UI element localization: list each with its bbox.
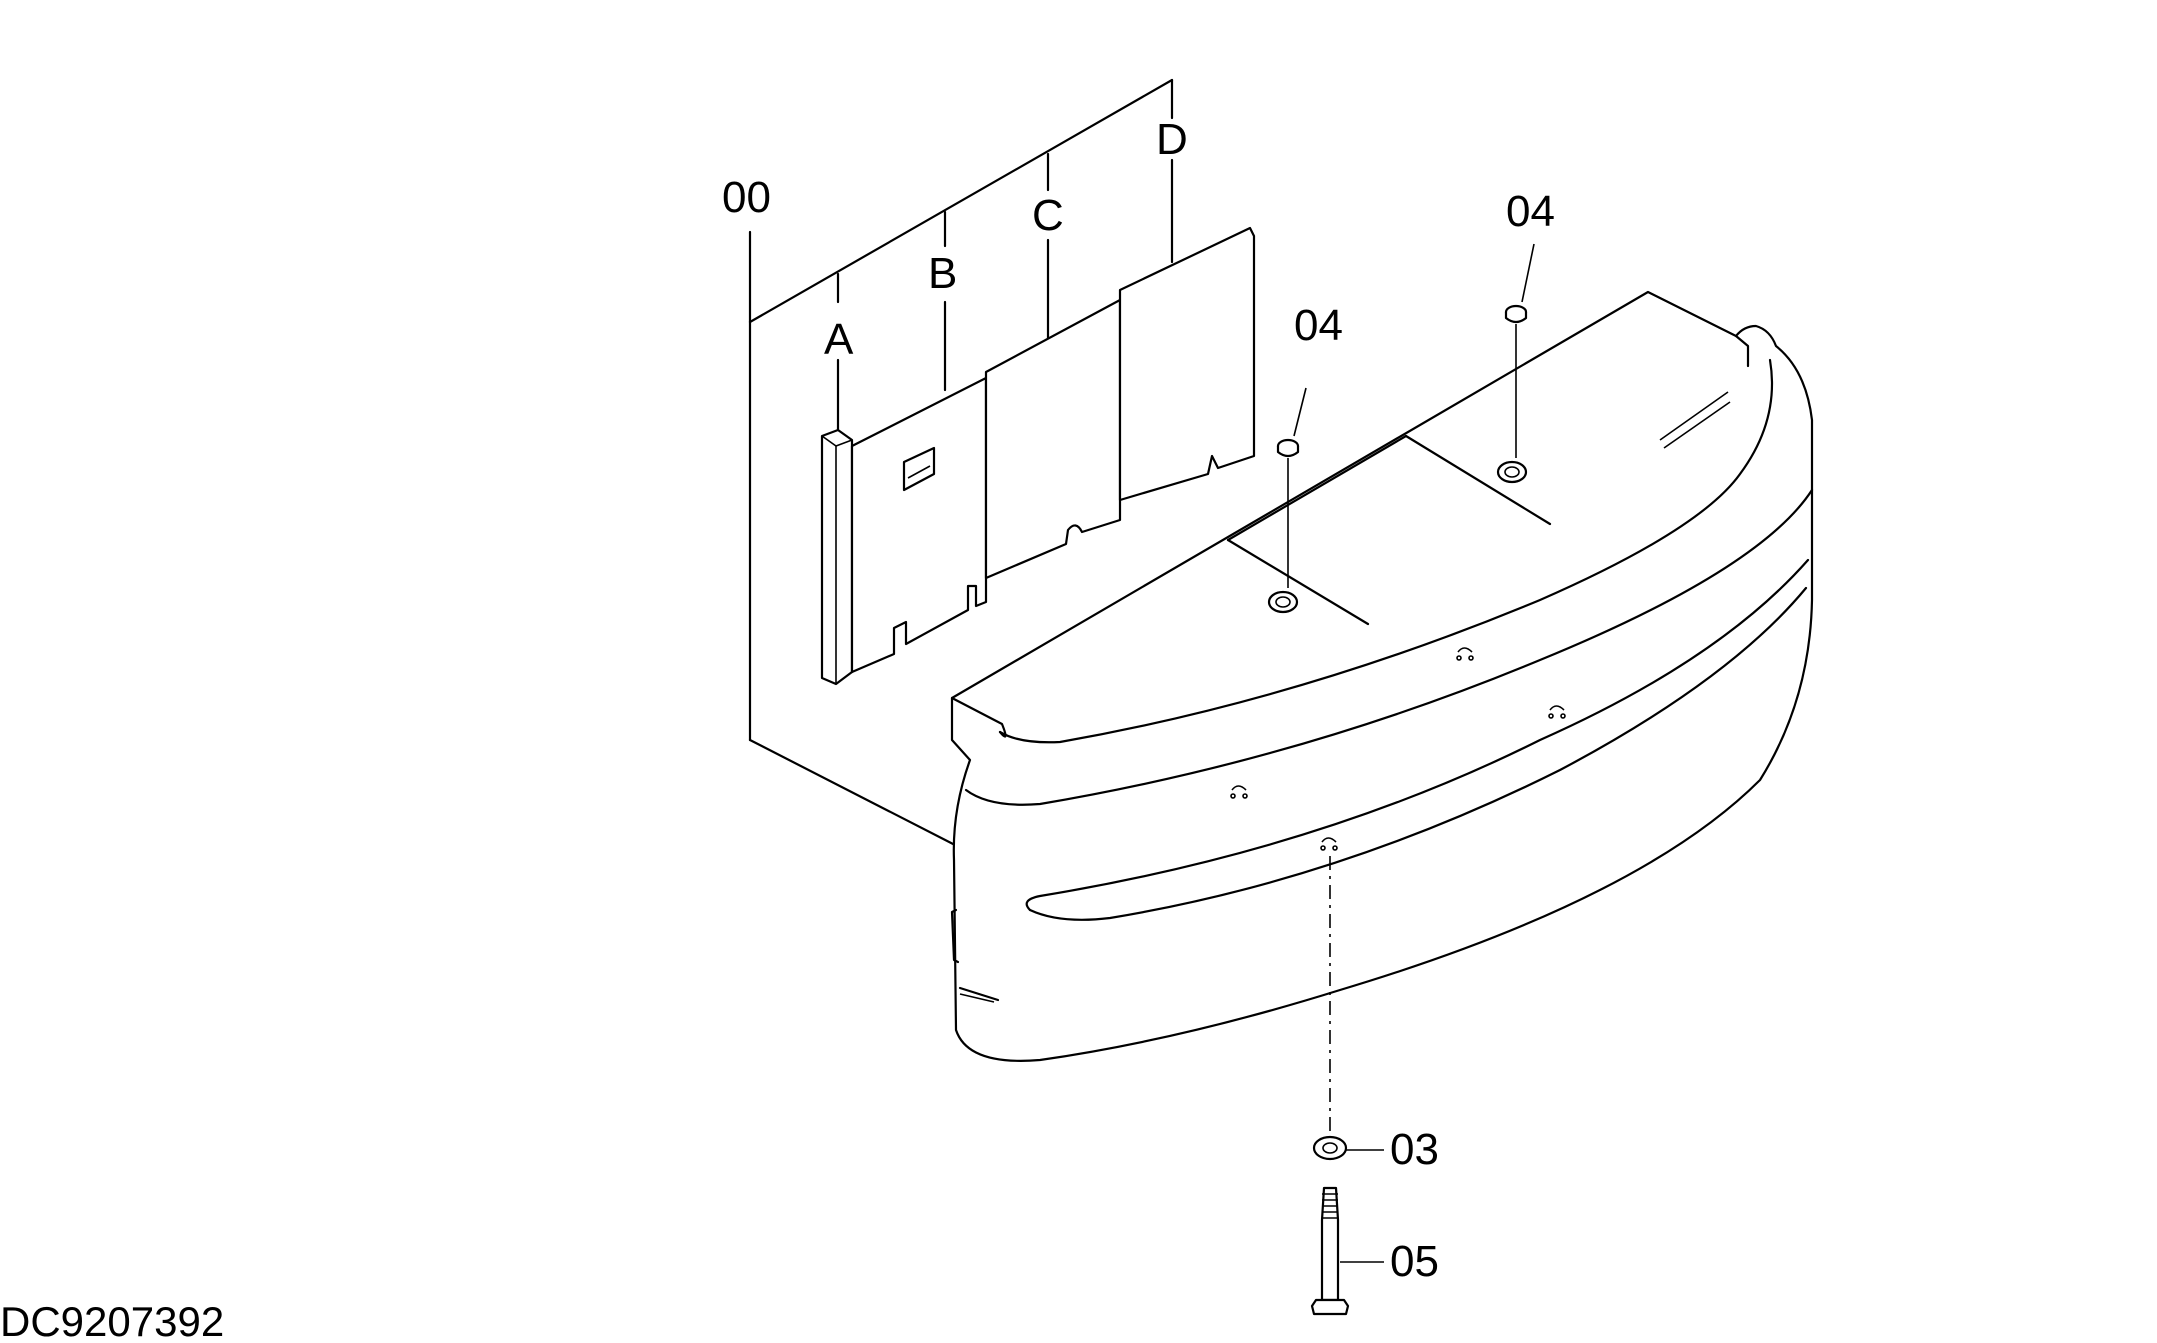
panel-d	[1118, 226, 1256, 502]
bolt-hole-marks	[1230, 647, 1566, 851]
plug-right	[1504, 304, 1528, 458]
drawing-code: DC9207392	[0, 1298, 224, 1343]
label-sub-b: B	[928, 249, 957, 298]
counterweight-body	[950, 290, 1814, 1062]
plug-left	[1276, 438, 1300, 588]
panel-c	[984, 298, 1122, 580]
washer	[1312, 1135, 1384, 1161]
plug-hole-right	[1496, 460, 1528, 484]
label-plug-left: 04	[1294, 301, 1343, 350]
leader-plug-left	[1293, 387, 1307, 437]
label-assembly: 00	[722, 173, 771, 222]
seal-strip-a	[820, 428, 854, 686]
label-sub-c: C	[1032, 191, 1064, 240]
panel-b	[850, 376, 988, 674]
cover-panel-assembly	[820, 226, 1256, 686]
label-sub-a: A	[824, 315, 854, 364]
assembly-leader-lines	[748, 78, 1174, 847]
leader-plug-right	[1521, 243, 1535, 303]
bolt	[1310, 1186, 1384, 1316]
label-plug-right: 04	[1506, 187, 1555, 236]
plug-hole-left	[1267, 590, 1299, 614]
label-bolt: 05	[1390, 1237, 1439, 1286]
label-sub-d: D	[1156, 115, 1188, 164]
label-washer: 03	[1390, 1125, 1439, 1174]
